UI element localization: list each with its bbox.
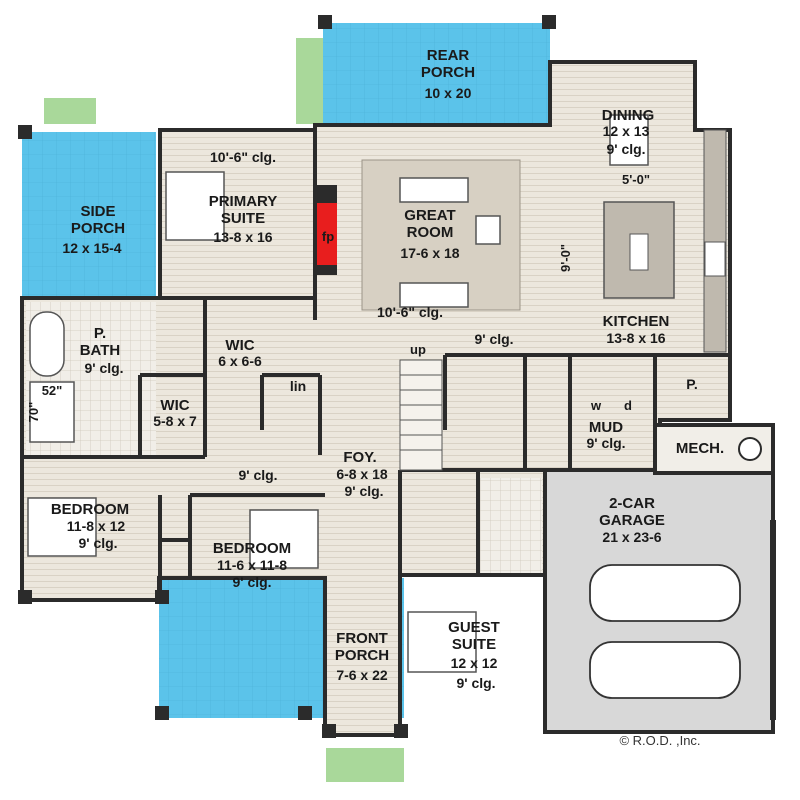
garage-size: 21 x 23-6 [602,529,661,545]
stair-up-label: up [410,342,426,357]
mud-ceiling: 9' clg. [586,435,625,451]
great-room-size: 17-6 x 18 [400,245,459,261]
cars [589,564,741,699]
dryer-label: d [624,398,632,413]
bedroom-1-ceiling: 9' clg. [78,535,117,551]
kitchen-counter [703,129,727,353]
staircase [399,359,443,471]
side-porch-name-line: SIDE [80,203,115,220]
guest-suite-ceiling: 9' clg. [456,675,495,691]
wic-2-name: WIC [160,397,189,414]
rear-porch-name-line: REAR [427,47,470,64]
p-bath-name-line: P. [94,325,106,342]
corridor-ceiling: 9' clg. [238,467,277,483]
bedroom-2-name: BEDROOM [213,540,291,557]
primary-suite-name-line: SUITE [221,210,265,227]
shower-height: 70" [26,402,41,423]
mech-name: MECH. [676,440,724,457]
kitchen-range [704,241,726,277]
p-bath-name-line: BATH [80,342,121,359]
dining-size: 12 x 13 [603,123,650,139]
great-room-name-line: GREAT [404,207,455,224]
copyright: © R.O.D. ,Inc. [619,733,700,748]
primary-bed [165,171,225,241]
wic-1-name: WIC [225,337,254,354]
primary-suite-name-line: PRIMARY [209,193,278,210]
wic-1-size: 6 x 6-6 [218,353,262,369]
linen-label: lin [290,378,306,394]
guest-suite-name-line: SUITE [452,636,496,653]
primary-suite-size: 13-8 x 16 [213,229,272,245]
kitchen-size: 13-8 x 16 [606,330,665,346]
porch-columns [18,15,556,738]
foyer-name: FOY. [343,449,376,466]
lawn-strip-rear [296,38,326,124]
side-porch-size: 12 x 15-4 [62,240,121,256]
garage-door [770,520,776,720]
bedroom-2-bed [249,509,319,569]
dining-ceiling: 9' clg. [606,141,645,157]
dining-table [609,114,649,166]
p-bath-name: P.BATH [80,325,121,359]
garage-name-line: GARAGE [599,512,665,529]
front-porch-size: 7-6 x 22 [336,667,388,683]
fireplace [317,203,337,265]
dining-name: DINING [602,107,655,124]
side-porch-area [22,132,156,298]
sofa-bottom [399,282,469,308]
rear-porch-size: 10 x 20 [425,85,472,101]
shower-width: 52" [42,383,63,398]
guest-suite-size: 12 x 12 [451,655,498,671]
guest-bath-floor [478,478,542,573]
kitchen-dimension-height: 9'-0" [558,244,573,272]
p-bath-ceiling: 9' clg. [84,360,123,376]
shower [29,381,75,443]
guest-suite-name-line: GUEST [448,619,500,636]
bedroom-1-bed [27,497,97,557]
bedroom-1-size: 11-8 x 12 [67,518,126,534]
kitchen-name: KITCHEN [603,313,670,330]
primary-suite-ceiling-note: 10'-6" clg. [210,149,276,165]
rear-porch-area [323,23,550,131]
side-porch-name-line: PORCH [71,220,125,237]
front-porch-name-line: PORCH [335,647,389,664]
kitchen-dimension-width: 5'-0" [622,172,650,187]
lawn-strip-side [44,98,96,124]
armchair [475,215,501,245]
bedroom-1-name: BEDROOM [51,501,129,518]
bedroom-2-size: 11-6 x 11-8 [217,557,287,573]
island-sink [629,233,649,271]
front-porch-name-line: FRONT [336,630,388,647]
foyer-size: 6-8 x 18 [336,466,388,482]
lawn-strip-front [326,748,404,782]
foyer-ceiling: 9' clg. [344,483,383,499]
guest-bed [407,611,477,673]
water-heater [738,437,762,461]
mud-name: MUD [589,419,623,436]
pantry-label: P. [686,376,697,392]
wic-2-size: 5-8 x 7 [153,413,197,429]
great-room-name-line: ROOM [407,224,454,241]
great-room-ceiling-note: 10'-6" clg. [377,304,443,320]
fireplace-label: fp [322,229,334,244]
rear-porch-name-line: PORCH [421,64,475,81]
sofa-top [399,177,469,203]
bedroom-2-ceiling: 9' clg. [232,574,271,590]
garage-name-line: 2-CAR [609,495,655,512]
washer-label: w [590,398,602,413]
bathtub [29,311,65,377]
hall-ceiling: 9' clg. [474,331,513,347]
